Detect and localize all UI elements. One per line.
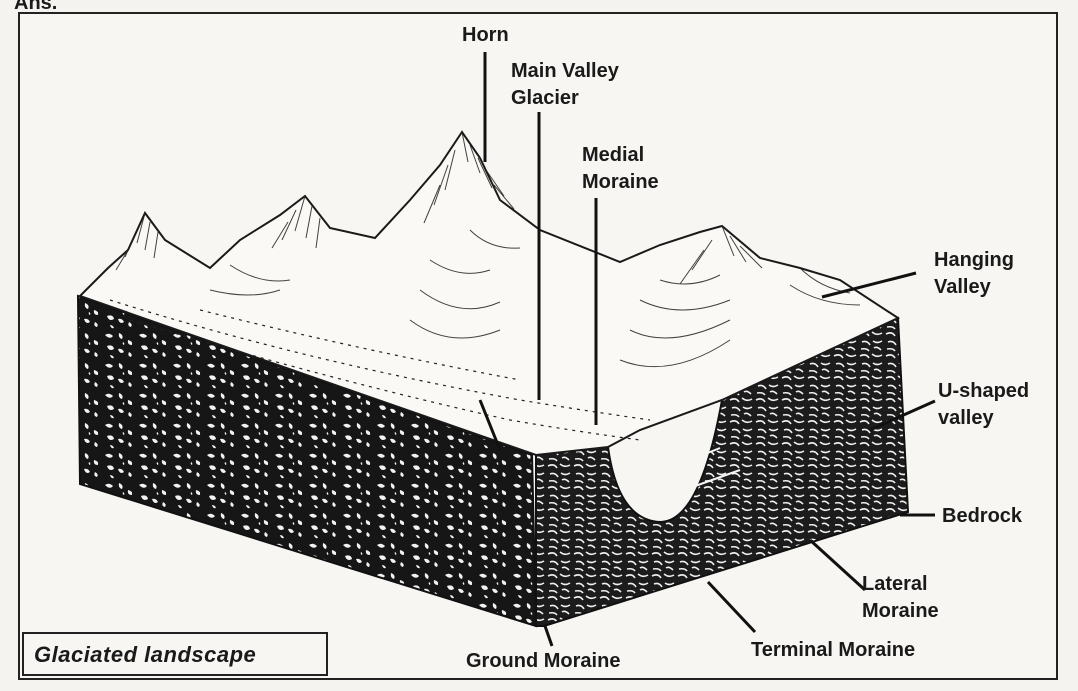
top-text-fragment: Ans.	[14, 0, 58, 14]
label-bedrock: Bedrock	[942, 505, 1023, 527]
label-medial-moraine: Medial Moraine	[582, 144, 659, 193]
leader-ground-moraine	[543, 625, 554, 647]
leader-inner-1	[639, 447, 721, 481]
label-main-valley-glacier: Main Valley Glacier	[511, 60, 619, 109]
leader-inner-3	[478, 399, 502, 451]
label-hanging-valley: Hanging Valley	[934, 249, 1014, 298]
leader-inner-2	[683, 469, 741, 491]
leader-terminal-moraine	[706, 580, 757, 634]
label-terminal-moraine: Terminal Moraine	[751, 639, 916, 661]
label-u-shaped-valley: U-shaped valley	[938, 380, 1030, 429]
label-horn: Horn	[462, 24, 509, 46]
label-ground-moraine: Ground Moraine	[466, 650, 621, 672]
leader-hanging-valley	[821, 271, 917, 299]
caption-box: Glaciated landscape	[22, 632, 328, 676]
mountain-hatching	[115, 131, 861, 368]
leader-lines	[478, 52, 936, 647]
leader-u-shaped-valley	[869, 399, 936, 432]
leader-lateral-moraine	[808, 538, 867, 592]
glacier-flow-lines	[109, 299, 651, 441]
caption-text: Glaciated landscape	[34, 642, 257, 667]
mountain-surface	[78, 130, 901, 457]
label-lateral-moraine: Lateral Moraine	[862, 573, 939, 622]
